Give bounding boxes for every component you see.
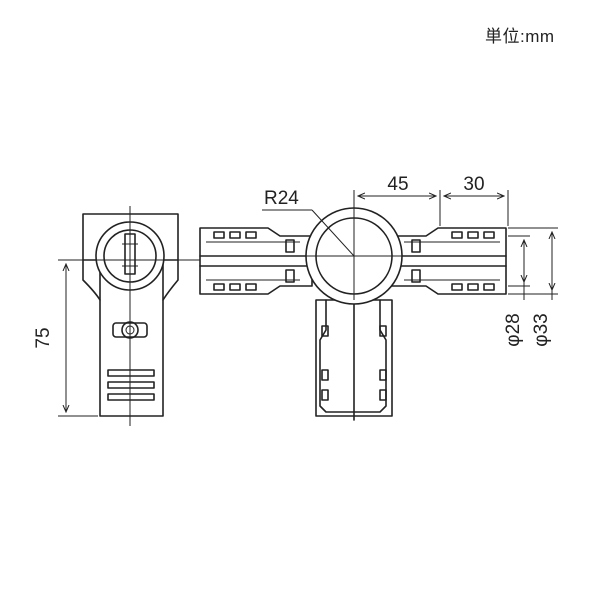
side-view — [58, 206, 200, 426]
dimension-radius-label: R24 — [264, 188, 299, 209]
front-view — [199, 190, 558, 421]
dimension-30-label: 30 — [463, 174, 484, 195]
dimension-outer-diameter-label: φ33 — [531, 313, 552, 346]
dimension-45-label: 45 — [387, 174, 408, 195]
dimension-height-label: 75 — [33, 327, 54, 348]
unit-label: 単位:mm — [485, 27, 555, 46]
dimension-inner-diameter-label: φ28 — [503, 313, 524, 346]
